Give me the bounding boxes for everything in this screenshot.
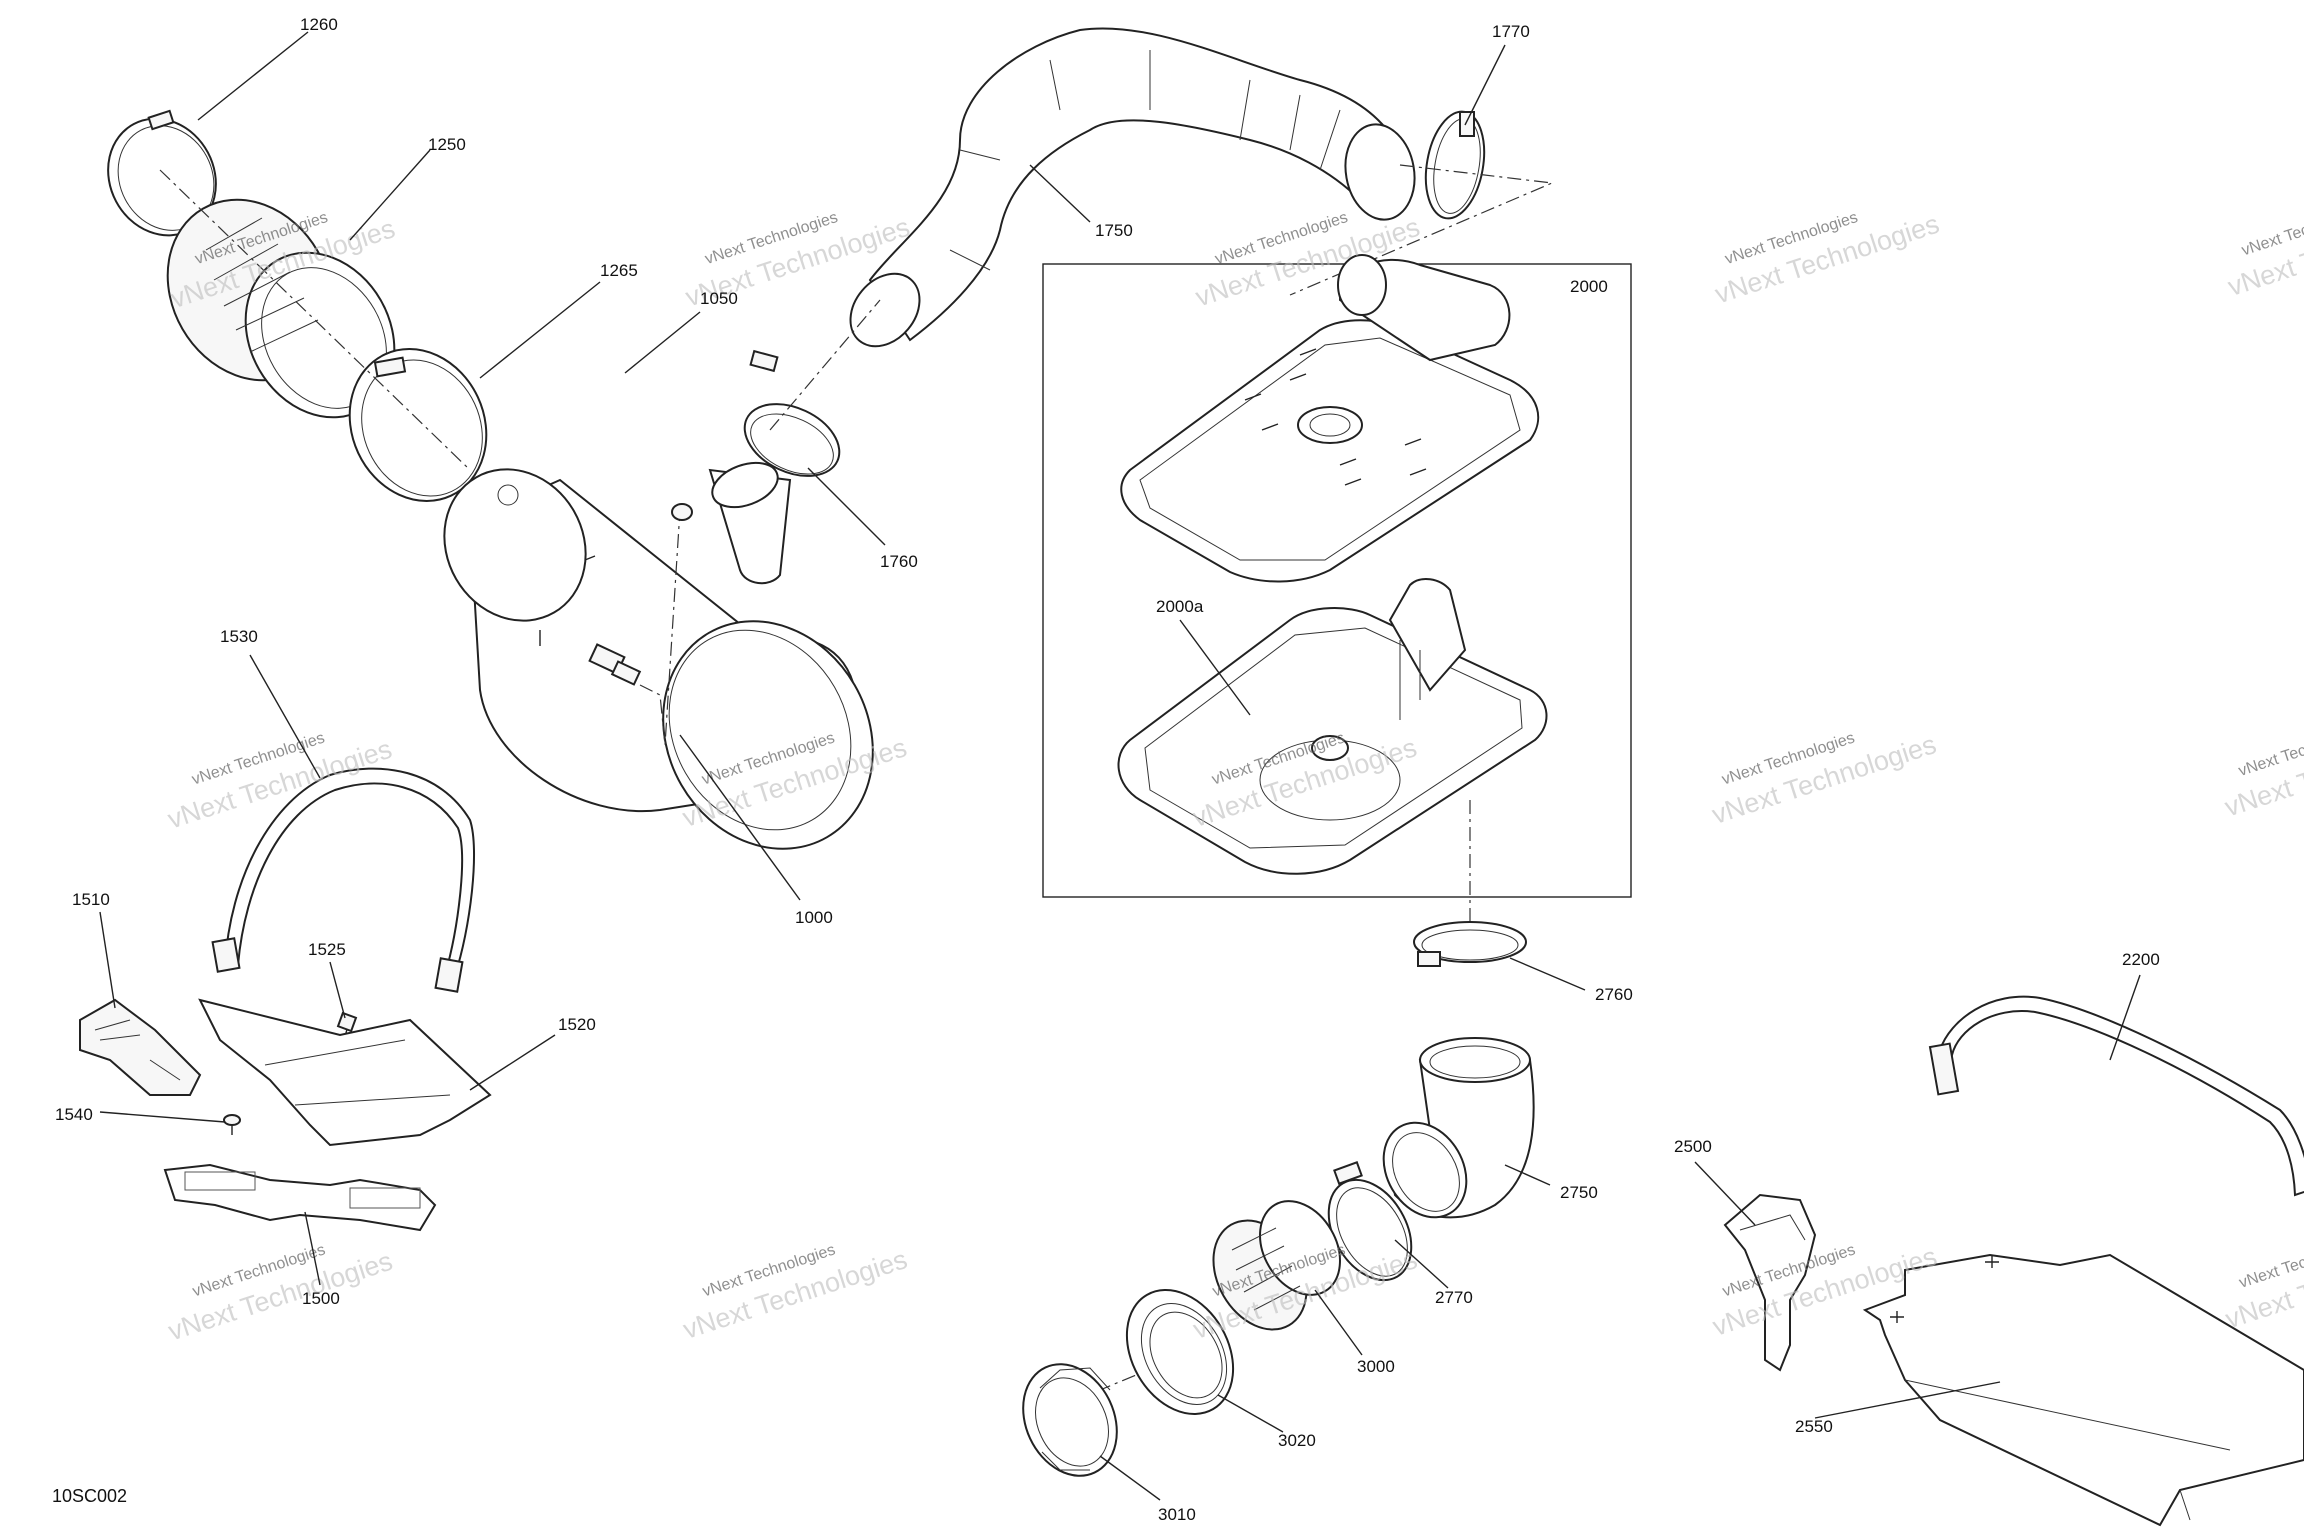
part-label-2760: 2760 <box>1595 985 1633 1004</box>
clamp-2770 <box>1327 1161 1413 1282</box>
part-label-1510: 1510 <box>72 890 110 909</box>
clamp-1265 <box>348 348 488 502</box>
assembly-frame-2000 <box>1042 263 1632 898</box>
part-label-1525: 1525 <box>308 940 346 959</box>
part-label-3010: 3010 <box>1158 1505 1196 1524</box>
part-label-1260: 1260 <box>300 15 338 34</box>
silencer-1000 <box>443 461 874 850</box>
part-label-3000: 3000 <box>1357 1357 1395 1376</box>
bracket-2500 <box>1723 1193 1817 1372</box>
ring-3020 <box>1125 1289 1235 1415</box>
part-label-1750: 1750 <box>1095 221 1133 240</box>
bracket-1510 <box>79 998 202 1096</box>
duct-1750 <box>849 27 1416 348</box>
part-label-1265: 1265 <box>600 261 638 280</box>
clamp-1770 <box>1424 110 1486 220</box>
part-label-2000a: 2000a <box>1156 597 1204 616</box>
part-label-2200: 2200 <box>2122 950 2160 969</box>
clamp-1260 <box>107 109 217 237</box>
part-label-1000: 1000 <box>795 908 833 927</box>
fastener-1540 <box>223 1114 241 1135</box>
part-label-2770: 2770 <box>1435 1288 1473 1307</box>
part-label-1500: 1500 <box>302 1289 340 1308</box>
strap-1530 <box>211 767 475 993</box>
part-label-1050: 1050 <box>700 289 738 308</box>
part-label-2500: 2500 <box>1674 1137 1712 1156</box>
part-label-2550: 2550 <box>1795 1417 1833 1436</box>
document-code: 10SC002 <box>52 1486 127 1506</box>
airbox-base-2000a <box>1117 578 1548 875</box>
elbow-2750 <box>1382 1037 1535 1219</box>
part-label-2750: 2750 <box>1560 1183 1598 1202</box>
nut-3010 <box>1022 1363 1118 1477</box>
clamp-1760 <box>743 349 841 477</box>
clamp-2760 <box>1413 921 1527 967</box>
plate-2550 <box>1862 1253 2304 1527</box>
airbox-cover <box>1120 254 1540 583</box>
sensor-1050 <box>588 503 693 746</box>
part-labels: 1260 1250 1265 1050 1770 1750 2000 1760 … <box>55 15 2160 1524</box>
part-label-1770: 1770 <box>1492 22 1530 41</box>
part-label-1540: 1540 <box>55 1105 93 1124</box>
part-label-1530: 1530 <box>220 627 258 646</box>
adapter-3000 <box>1212 1200 1341 1331</box>
plate-1520 <box>198 998 492 1147</box>
drawing <box>79 27 2304 1527</box>
part-label-1250: 1250 <box>428 135 466 154</box>
part-label-1760: 1760 <box>880 552 918 571</box>
part-label-2000: 2000 <box>1570 277 1608 296</box>
tray-1500 <box>163 1163 437 1232</box>
strap-2200 <box>1928 995 2304 1197</box>
part-label-1520: 1520 <box>558 1015 596 1034</box>
leader-lines <box>99 31 2141 1501</box>
part-label-3020: 3020 <box>1278 1431 1316 1450</box>
